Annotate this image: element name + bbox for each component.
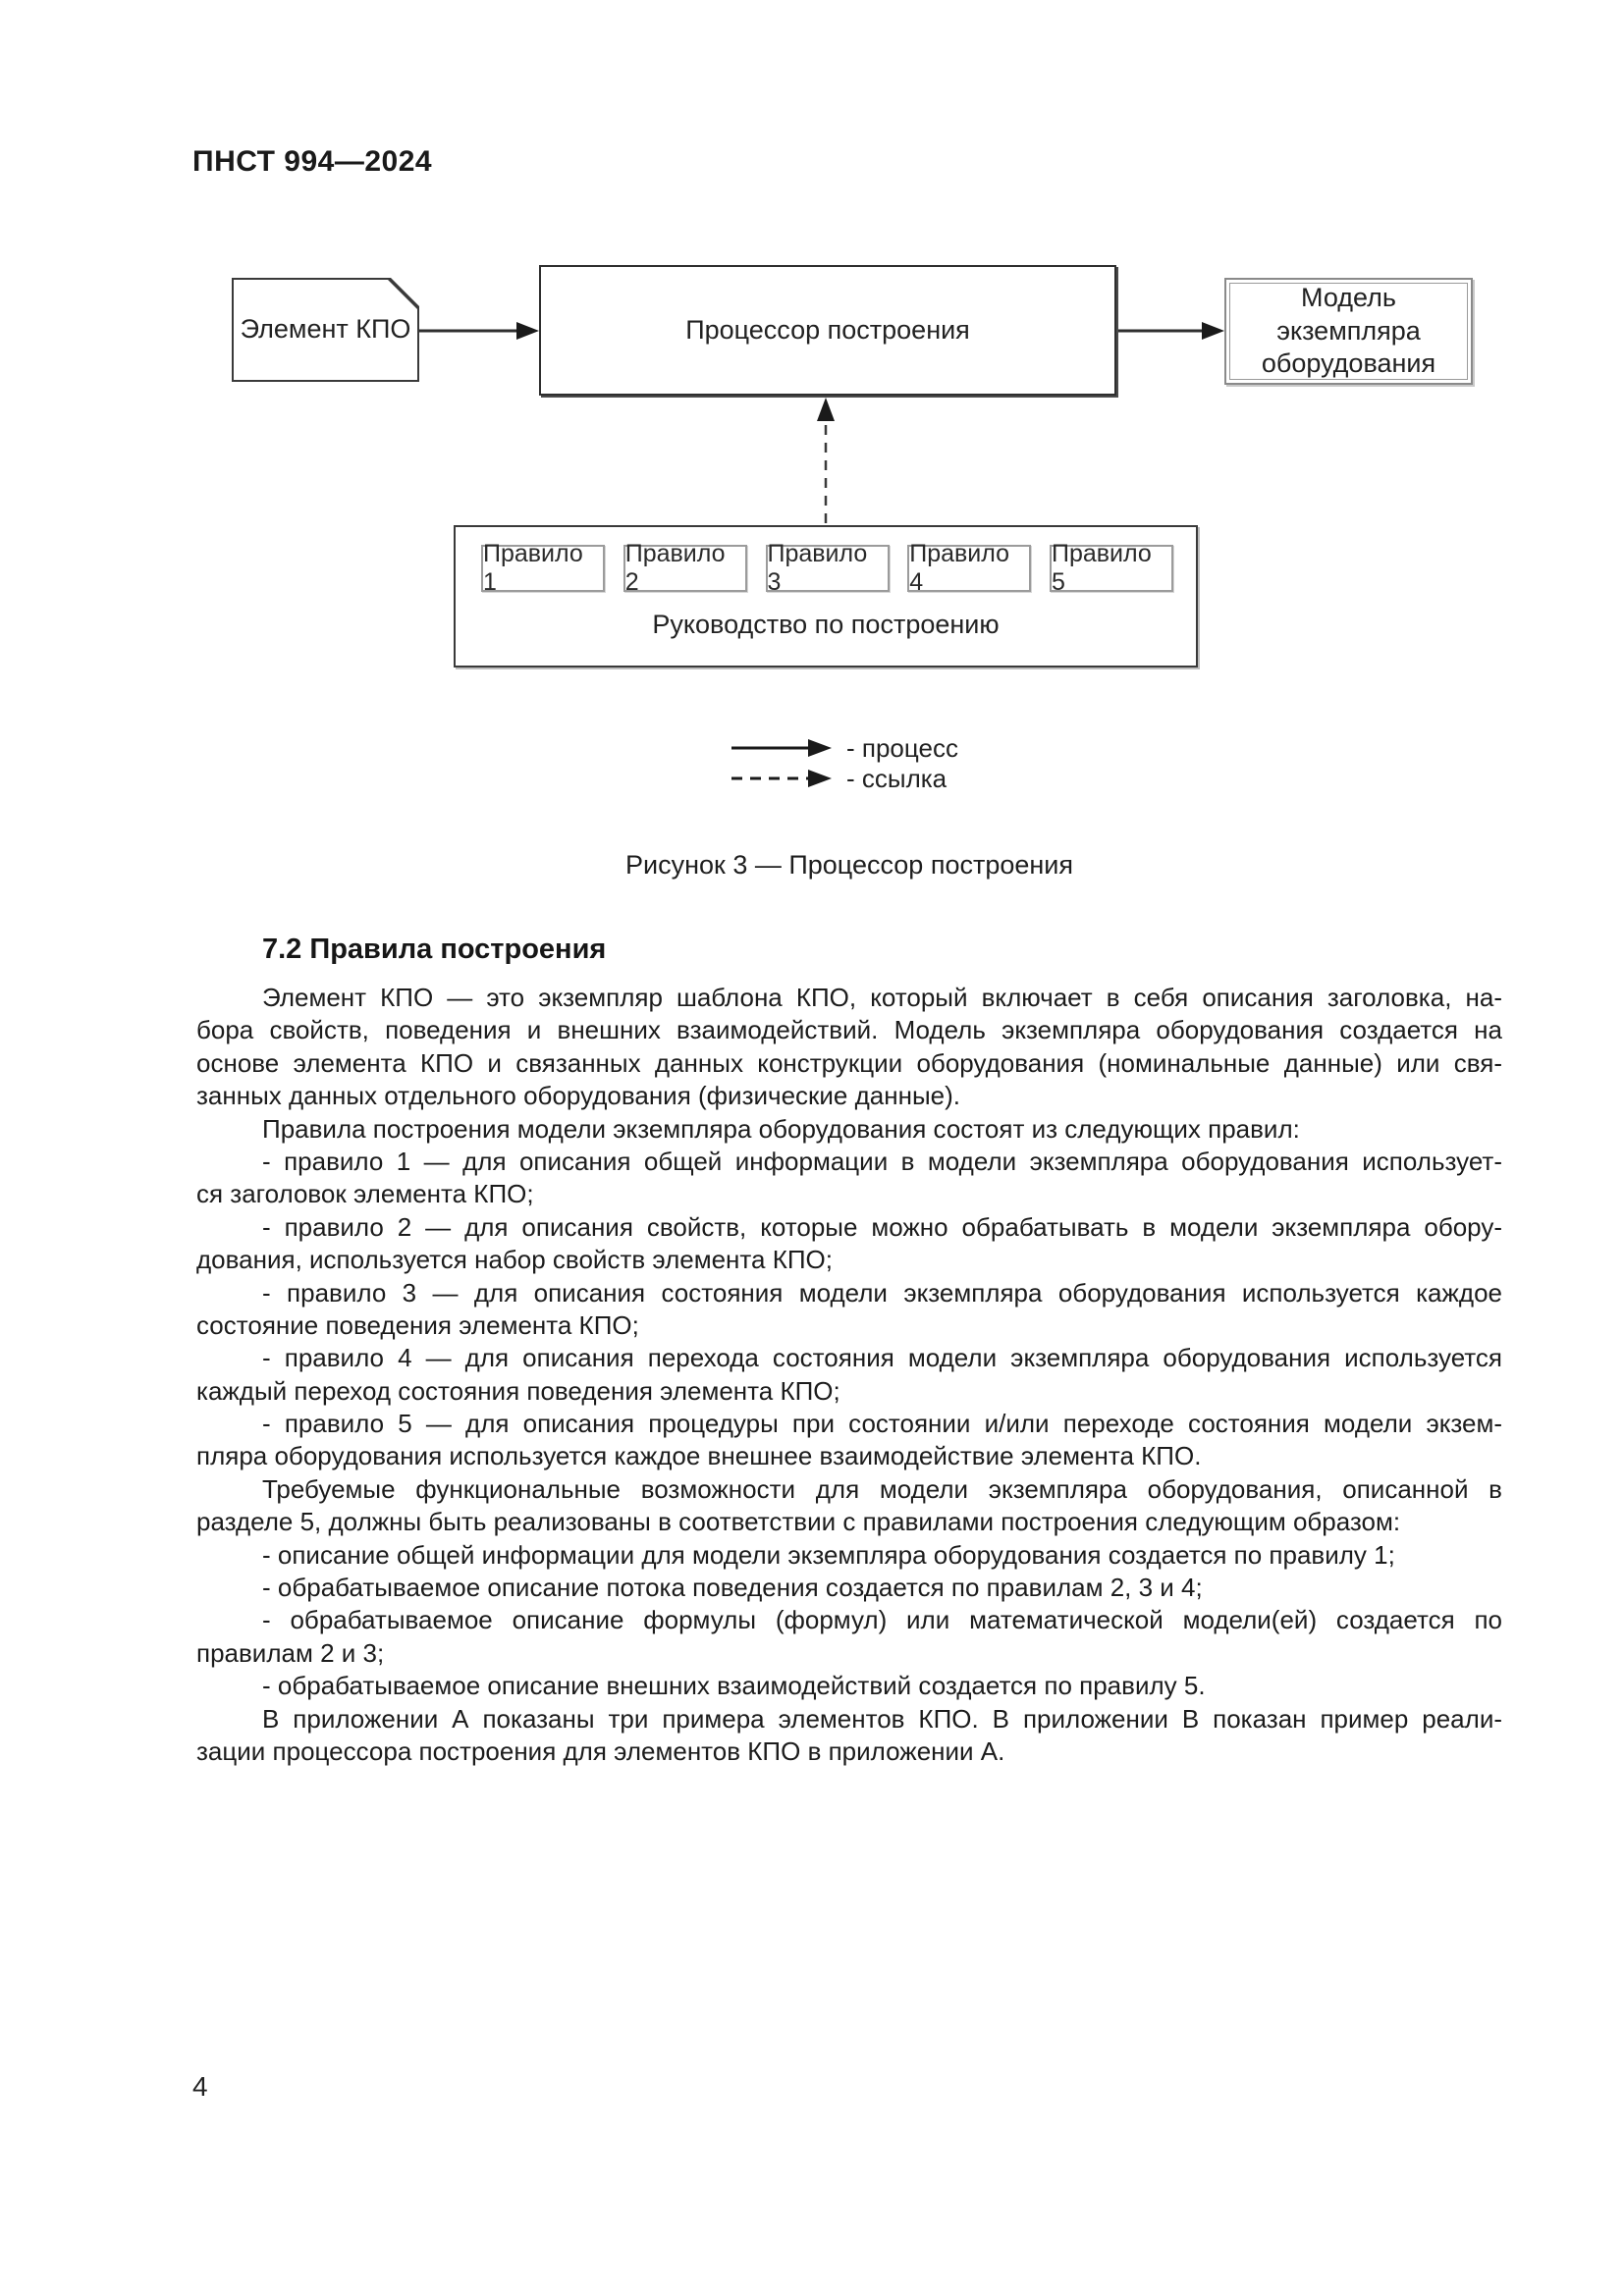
- body-line: основе элемента КПО и связанных данных к…: [196, 1047, 1502, 1078]
- equipment-model-box: Модель экземпляра оборудования: [1224, 278, 1473, 385]
- rule-box: Правило 2: [623, 540, 747, 596]
- build-processor-label: Процессор построения: [685, 314, 970, 345]
- legend-link-label: - ссылка: [846, 764, 947, 793]
- rule-box: Правило 1: [481, 540, 605, 596]
- build-guide-label: Руководство по построению: [652, 610, 1000, 639]
- legend-solid-arrow: [731, 739, 832, 757]
- body-line: бора свойств, поведения и внешних взаимо…: [196, 1015, 1502, 1045]
- build-guide-box: Правило 1 Правило 2 Правило 3 Правило 4 Прав…: [454, 525, 1198, 667]
- legend-dashed-arrow: [731, 770, 832, 787]
- rules-row: Правило 1 Правило 2 Правило 3 Правило 4 Прав…: [481, 540, 1173, 596]
- body-line: зации процессора построения для элементо…: [196, 1735, 1005, 1766]
- figure-caption: Рисунок 3 — Процессор построения: [625, 850, 1073, 880]
- body-line: - правило 5 — для описания процедуры при…: [262, 1409, 1502, 1439]
- body-line: правилам 2 и 3;: [196, 1637, 385, 1668]
- equipment-model-label: Модель экземпляра оборудования: [1261, 282, 1436, 379]
- section-heading: 7.2 Правила построения: [262, 934, 607, 965]
- legend-process-label: - процесс: [846, 733, 958, 763]
- rule-box: Правило 3: [765, 540, 890, 596]
- arrow-guide-to-processor-dashed: [817, 398, 835, 523]
- body-line: разделе 5, должны быть реализованы в соо…: [196, 1507, 1401, 1537]
- document-code: ПНСТ 994—2024: [192, 145, 433, 178]
- body-line: Требуемые функциональные возможности для…: [262, 1473, 1502, 1504]
- body-line: каждый переход состояния поведения элеме…: [196, 1375, 840, 1406]
- body-line: - правило 2 — для описания свойств, кото…: [262, 1211, 1502, 1242]
- build-processor-box: Процессор построения: [539, 265, 1116, 396]
- body-line: - правило 3 — для описания состояния мод…: [262, 1277, 1502, 1308]
- body-line: В приложении А показаны три примера элем…: [262, 1703, 1502, 1734]
- rule-box: Правило 5: [1050, 540, 1173, 596]
- body-line: пляра оборудования используется каждое в…: [196, 1441, 1202, 1471]
- body-line: - правило 1 — для описания общей информа…: [262, 1146, 1502, 1176]
- arrow-element-to-processor: [419, 322, 539, 340]
- body-line: дования, используется набор свойств элем…: [196, 1245, 833, 1275]
- body-line: - обрабатываемое описание потока поведен…: [262, 1573, 1203, 1603]
- page-number: 4: [192, 2071, 208, 2102]
- equipment-model-box-inner-frame: Модель экземпляра оборудования: [1229, 283, 1468, 380]
- element-kpo-box-face: Элемент КПО: [234, 280, 417, 380]
- body-line: - правило 4 — для описания перехода сост…: [262, 1343, 1502, 1373]
- body-line: Правила построения модели экземпляра обо…: [262, 1113, 1300, 1144]
- body-line: состояние поведения элемента КПО;: [196, 1309, 639, 1340]
- body-line: ся заголовок элемента КПО;: [196, 1179, 534, 1209]
- element-kpo-box: Элемент КПО: [232, 278, 419, 382]
- body-line: Элемент КПО — это экземпляр шаблона КПО,…: [262, 983, 1502, 1012]
- rule-box: Правило 4: [907, 540, 1032, 596]
- element-kpo-label: Элемент КПО: [240, 314, 411, 345]
- diagram-arrows-layer: [419, 322, 1224, 787]
- arrow-processor-to-model: [1116, 322, 1224, 340]
- body-line: - описание общей информации для модели э…: [262, 1539, 1395, 1570]
- body-line: - обрабатываемое описание внешних взаимо…: [262, 1671, 1206, 1701]
- body-line: - обрабатываемое описание формулы (форму…: [262, 1605, 1502, 1635]
- body-text: Элемент КПО — это экземпляр шаблона КПО,…: [196, 982, 1502, 1768]
- body-line: занных данных отдельного оборудования (ф…: [196, 1081, 960, 1111]
